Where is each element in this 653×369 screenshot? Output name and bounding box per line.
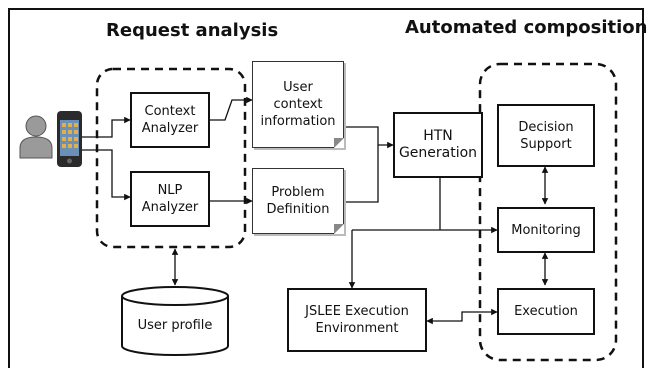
request-analysis-group [95,67,247,249]
phone-to-nlp-arrow [82,149,131,201]
jslee-label: JSLEE Execution Environment [305,304,409,336]
context-analyzer-box: Context Analyzer [130,92,210,148]
smartphone-icon [57,111,82,167]
monitoring-label: Monitoring [511,222,581,238]
htn-generation-box: HTN Generation [393,112,483,178]
page-fold [334,138,344,148]
nlp-analyzer-box: NLP Analyzer [130,171,210,227]
jslee-execution-arrow [426,308,498,325]
problem-definition-document: Problem Definition [252,168,344,234]
execution-label: Execution [514,304,578,319]
jslee-box: JSLEE Execution Environment [287,288,427,352]
phone-to-context-arrow [82,116,131,138]
database-icon [121,286,229,356]
monitoring-box: Monitoring [497,207,595,253]
user-context-document: User context information [252,61,344,148]
usercontext-to-htn-arrow [345,126,394,149]
diagram-frame [8,8,644,368]
request-analysis-title: Request analysis [106,20,279,41]
problem-definition-label: Problem Definition [266,185,330,217]
user-profile-label: User profile [137,318,213,333]
execution-box: Execution [497,288,595,335]
context-analyzer-label: Context Analyzer [141,104,199,136]
decision-support-box: Decision Support [497,104,595,167]
user-context-label: User context information [260,80,336,129]
user-icon [19,115,53,159]
context-to-usercontext-arrow [210,96,253,121]
automated-composition-group [478,62,618,362]
page-fold [334,224,344,234]
problem-to-htn-line [345,145,379,203]
decision-support-label: Decision Support [518,119,574,152]
automated-composition-title: Automated composition [405,17,648,38]
nlp-analyzer-label: NLP Analyzer [141,183,199,215]
htn-generation-label: HTN Generation [398,128,478,161]
